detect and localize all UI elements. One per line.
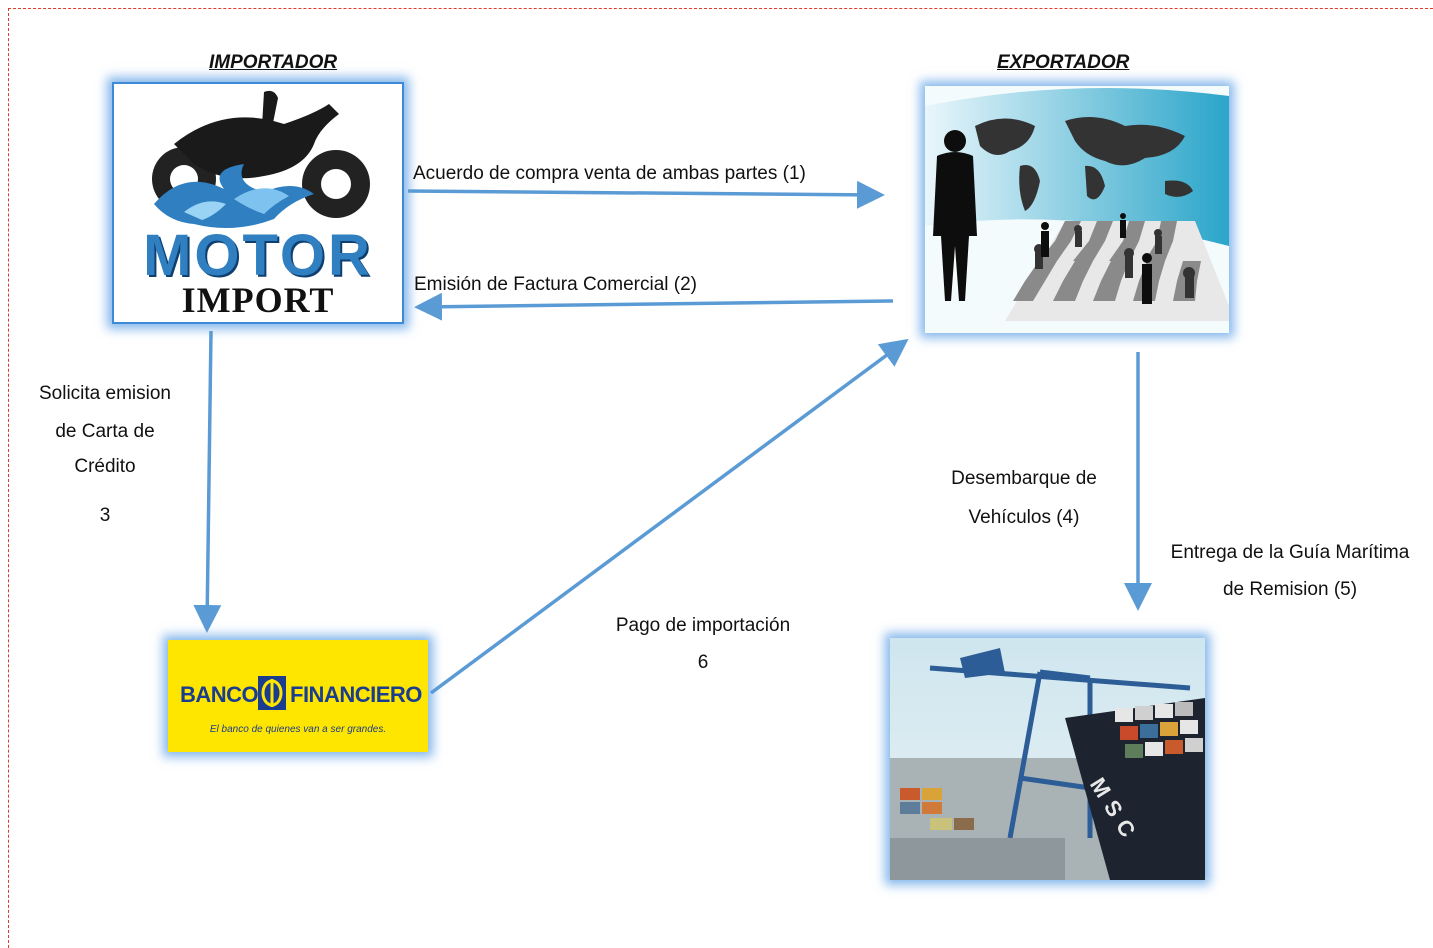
container-port-icon (890, 638, 1205, 880)
port-image: MSC (890, 638, 1205, 880)
importer-heading: IMPORTADOR (209, 52, 338, 73)
label-step1: Acuerdo de compra venta de ambas partes … (413, 163, 806, 184)
bank-name-right: FINANCIERO (290, 682, 422, 707)
label-step3-line3: Crédito (74, 456, 136, 477)
logo-text-motor: MOTOR (143, 223, 373, 288)
importer-logo: MOTOR IMPORT (112, 82, 404, 324)
label-step6-number: 6 (697, 652, 709, 673)
label-step3-line2: de Carta de (55, 421, 155, 442)
label-step5-line2: de Remision (5) (1222, 579, 1358, 600)
label-step2: Emisión de Factura Comercial (2) (414, 274, 697, 295)
label-step6-line1: Pago de importación (615, 615, 791, 636)
label-step3-number: 3 (99, 505, 111, 526)
bank-name-left: BANCO (180, 682, 259, 707)
arrow-step2 (414, 292, 894, 321)
world-chess-businessman-icon (925, 86, 1229, 333)
bank-logo: BANCO FINANCIERO El banco de quienes van… (168, 640, 428, 752)
arrow-step1 (407, 180, 885, 209)
logo-text-import: IMPORT (181, 280, 335, 320)
exporter-heading: EXPORTADOR (997, 52, 1130, 73)
diagram-frame (8, 8, 1433, 948)
bank-emblem-icon (258, 676, 286, 710)
arrow-step6 (429, 338, 909, 695)
label-step4-line1: Desembarque de (951, 468, 1097, 489)
motorcycle-icon (152, 90, 370, 228)
label-step3-line1: Solicita emision (39, 383, 171, 404)
label-step4-line2: Vehículos (4) (968, 507, 1080, 528)
exporter-image (925, 86, 1229, 333)
label-step5-line1: Entrega de la Guía Marítima (1170, 542, 1410, 563)
bank-tagline: El banco de quienes van a ser grandes. (209, 724, 387, 735)
arrow-step3 (193, 330, 222, 633)
